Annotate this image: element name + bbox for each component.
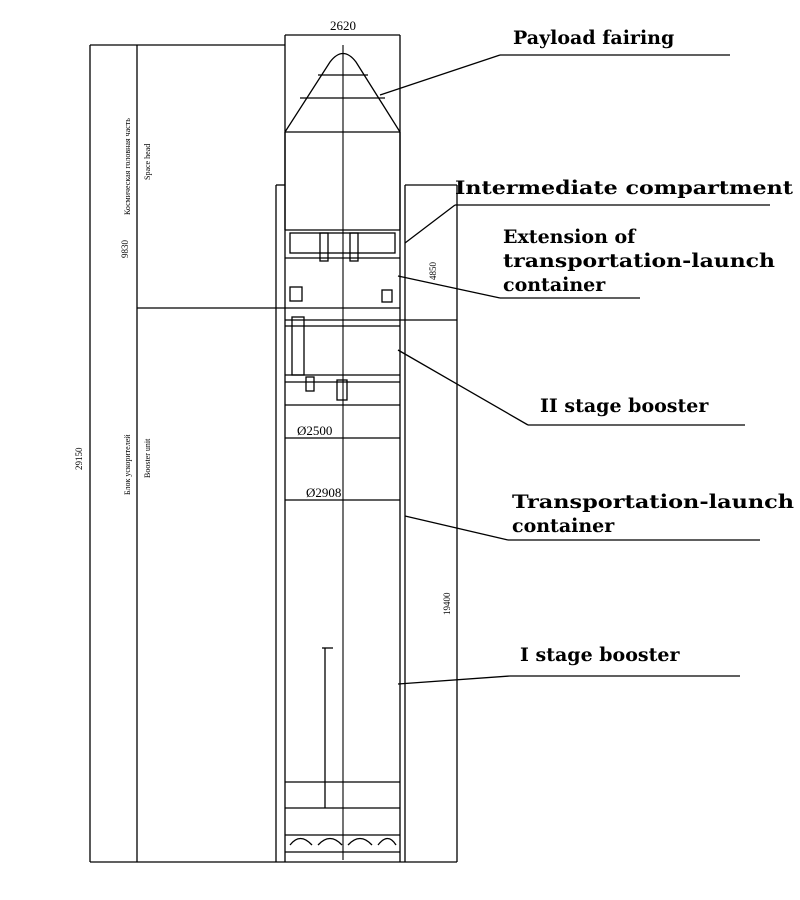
- leader-stage2: [397, 349, 529, 426]
- dim-diameter-stage1: Ø2908: [306, 485, 341, 500]
- leader-intermediate: [404, 204, 456, 244]
- intermediate-compartment: [289, 232, 396, 254]
- dim-diameter-stage2: Ø2500: [297, 423, 332, 438]
- engine-nozzles: [289, 837, 397, 846]
- label-booster-ru: Блок ускорителей: [123, 434, 132, 495]
- callout-container-line2: container: [512, 515, 615, 537]
- label-space-head-en: Space head: [143, 144, 152, 180]
- callout-intermediate-compartment: Intermediate compartment: [455, 177, 793, 199]
- dim-total-height: 29150: [74, 447, 84, 470]
- dim-top-width: 2620: [330, 18, 356, 33]
- dim-container-height: 19400: [442, 592, 452, 615]
- dim-extension-height: 4850: [428, 262, 438, 281]
- callout-extension-line1: Extension of: [503, 226, 637, 248]
- label-booster-en: Booster unit: [143, 438, 152, 478]
- callout-stage2-booster: II stage booster: [540, 395, 709, 417]
- callout-container-line1: Transportation-launch: [512, 491, 794, 513]
- callout-extension-line3: container: [503, 274, 606, 296]
- leader-container: [404, 515, 509, 541]
- label-space-head-ru: Космическая головная часть: [123, 118, 132, 215]
- callout-stage1-booster: I stage booster: [520, 644, 680, 666]
- leader-stage1: [397, 675, 511, 685]
- dim-space-head-height: 9830: [120, 240, 130, 259]
- callout-payload-fairing: Payload fairing: [513, 27, 674, 49]
- leader-extension: [397, 275, 501, 299]
- leader-payload-fairing: [379, 54, 501, 96]
- callout-extension-line2: transportation-launch: [503, 250, 775, 272]
